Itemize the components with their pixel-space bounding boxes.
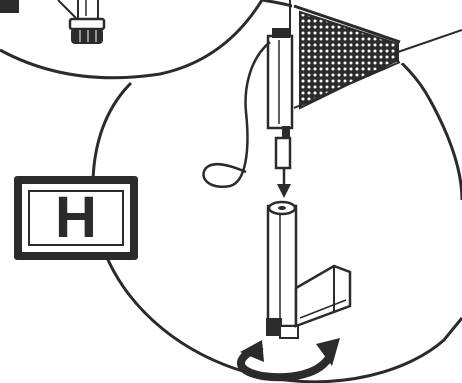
insert-arrow-icon	[277, 168, 291, 198]
rotate-arrow-icon	[240, 338, 340, 377]
cord	[203, 42, 270, 187]
upper-post	[268, 0, 292, 168]
base-tube	[266, 202, 298, 338]
net-panel	[292, 0, 462, 108]
side-bracket	[296, 266, 350, 326]
step-label-badge: H	[14, 176, 138, 260]
step-letter: H	[55, 189, 97, 247]
previous-step-detail	[0, 0, 262, 78]
